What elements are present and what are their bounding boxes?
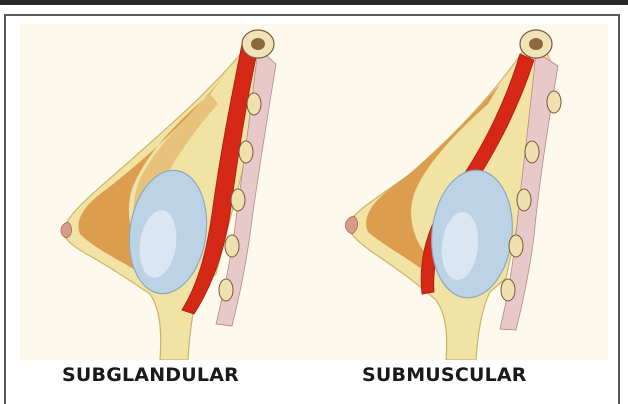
top-rule [0, 0, 628, 5]
rib [219, 279, 233, 301]
rib [231, 189, 245, 211]
rib [501, 279, 515, 301]
rib [517, 189, 531, 211]
rib [247, 93, 261, 115]
subglandular-label: SUBGLANDULAR [62, 364, 239, 386]
clavicle-core [251, 38, 265, 50]
illustration-area [20, 24, 608, 360]
rib [225, 235, 239, 257]
submuscular-illustration [300, 24, 600, 360]
rib [525, 141, 539, 163]
subglandular-illustration [20, 24, 310, 360]
clavicle-core [529, 38, 543, 50]
rib [239, 141, 253, 163]
rib [547, 91, 561, 113]
nipple [61, 222, 72, 238]
submuscular-label: SUBMUSCULAR [362, 364, 527, 386]
rib [509, 235, 523, 257]
